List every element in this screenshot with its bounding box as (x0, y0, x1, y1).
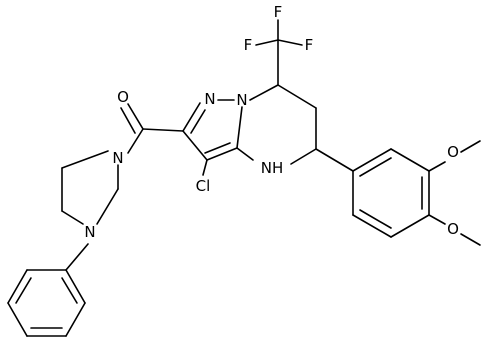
bond (390, 214, 430, 238)
bond (202, 159, 208, 176)
atom-label-fluorine: F (305, 36, 314, 54)
bond (290, 148, 317, 165)
bond (359, 157, 392, 177)
bond (61, 150, 109, 169)
atom-label-oxygen-methoxy: O (447, 143, 459, 161)
bond (277, 39, 303, 46)
atom-label-nitrogen-piperazine: N (112, 149, 123, 167)
bond (315, 148, 354, 172)
bond-lines (7, 19, 481, 337)
bond (236, 147, 254, 161)
bond (96, 188, 119, 225)
atom-label-fluorine: F (274, 3, 283, 21)
atom-label-oxygen-carbonyl: O (117, 88, 129, 106)
bond (428, 214, 446, 225)
bond (15, 277, 32, 304)
bond (7, 269, 28, 304)
bond (249, 84, 279, 101)
bond (460, 140, 481, 153)
atom-label-nitrogen-bridge: N (236, 91, 247, 109)
bond (428, 161, 446, 172)
bond (460, 233, 481, 246)
bond (182, 130, 208, 161)
bond (61, 210, 84, 225)
bond (277, 84, 317, 109)
bond (255, 39, 279, 46)
bond (359, 209, 392, 229)
atom-label-oxygen-methoxy: O (447, 220, 459, 238)
atom-label-nitrogen-pyrazole: N (204, 90, 215, 108)
bond (352, 214, 392, 238)
bond (65, 243, 89, 271)
atom-label-chlorine: Cl (196, 177, 211, 195)
bond (206, 147, 238, 161)
bond (61, 277, 78, 304)
bond (182, 102, 201, 132)
bond (352, 148, 392, 172)
atom-labels: O N N NH Cl F F F O O N N (84, 3, 459, 241)
bond (127, 128, 144, 154)
bond (236, 106, 243, 149)
bond (204, 142, 231, 154)
atom-label-fluorine: F (244, 36, 253, 54)
bond (390, 148, 430, 172)
atom-label-nh: NH (261, 159, 284, 177)
bond (65, 269, 86, 304)
bond (120, 107, 136, 134)
bond (127, 103, 144, 130)
bond (65, 302, 86, 337)
bond (190, 109, 206, 134)
atom-label-nitrogen-piperazine: N (84, 223, 95, 241)
bond (7, 302, 28, 337)
bond (142, 128, 184, 132)
